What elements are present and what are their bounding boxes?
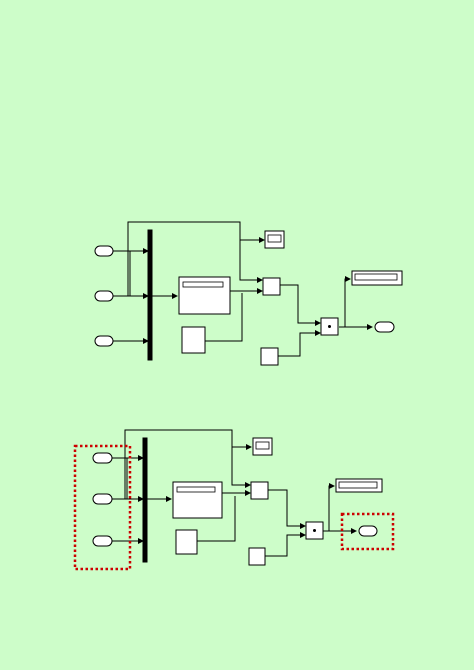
sum-block[interactable]: [250, 481, 269, 500]
inport-1[interactable]: [92, 452, 113, 464]
display-block[interactable]: [351, 270, 403, 286]
inport-1[interactable]: [94, 245, 114, 257]
signal-lines: [111, 429, 357, 557]
inports-highlight-box: [73, 444, 132, 571]
inport-3[interactable]: [94, 335, 114, 347]
subsystem-block[interactable]: [172, 481, 223, 519]
constant-block[interactable]: [175, 529, 198, 555]
gain-block[interactable]: [248, 547, 266, 566]
bus-creator[interactable]: [142, 437, 148, 563]
gain-block[interactable]: [260, 347, 279, 366]
subsystem-block[interactable]: [178, 276, 231, 315]
sum-block[interactable]: [262, 277, 281, 296]
inport-2[interactable]: [94, 290, 114, 302]
outport-1[interactable]: [374, 321, 395, 333]
bus-creator[interactable]: [147, 229, 153, 361]
scope-block[interactable]: [264, 230, 285, 249]
scope-block[interactable]: [252, 437, 273, 456]
top-model: [94, 221, 403, 366]
inport-3[interactable]: [92, 535, 113, 547]
product-block[interactable]: [320, 317, 339, 336]
product-block[interactable]: [305, 521, 324, 540]
outport-1[interactable]: [358, 525, 378, 537]
constant-block[interactable]: [181, 326, 206, 354]
display-block[interactable]: [335, 478, 383, 493]
outport-highlight-box: [340, 512, 395, 551]
bottom-model: [73, 429, 395, 571]
signal-lines: [112, 221, 373, 357]
inport-2[interactable]: [92, 493, 113, 505]
